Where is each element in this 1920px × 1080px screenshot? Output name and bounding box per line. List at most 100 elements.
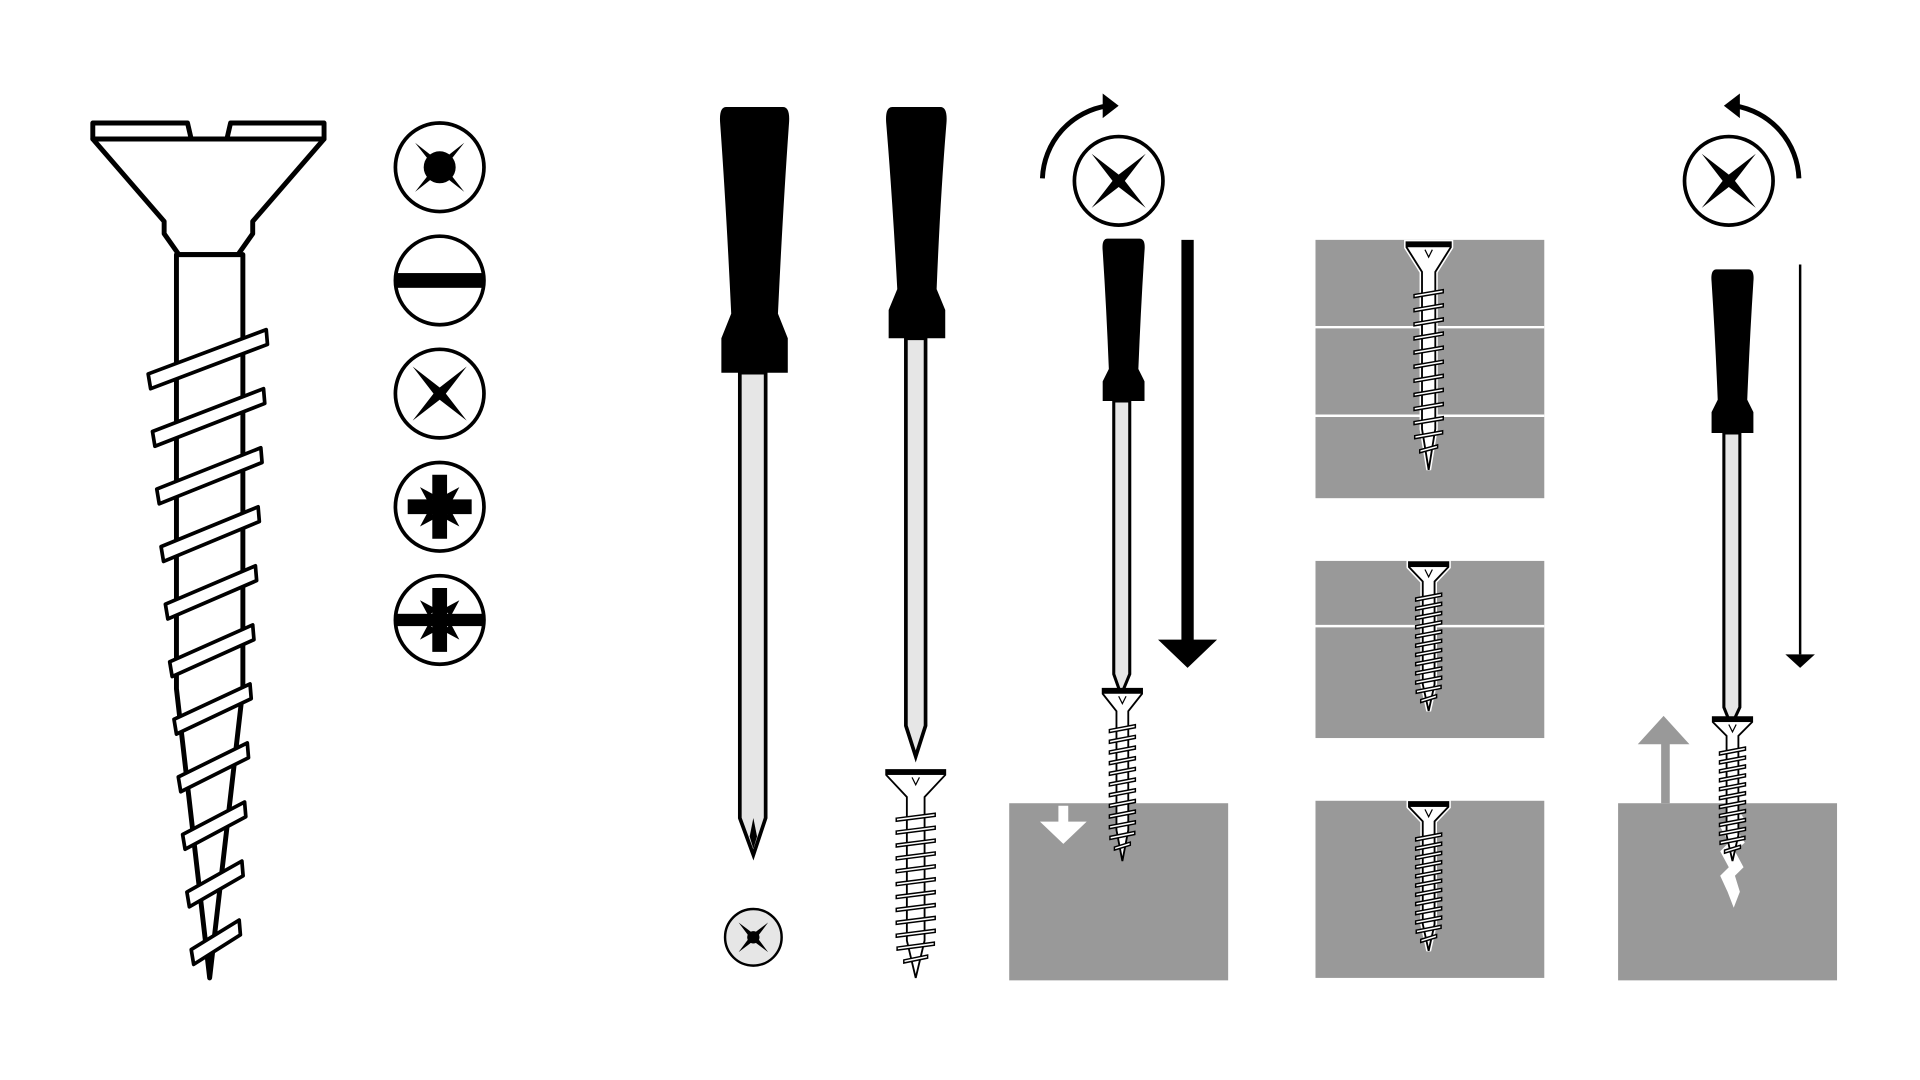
thread [1414, 629, 1443, 639]
screwdriver-handle [1711, 269, 1754, 433]
thread [154, 445, 264, 506]
screw-recess [1424, 249, 1433, 259]
thread [1414, 850, 1443, 861]
thread [1413, 359, 1445, 370]
thread [895, 928, 936, 939]
thread [1414, 878, 1443, 888]
thread [172, 682, 254, 736]
screwdriver-shaft [904, 336, 928, 763]
screw-recess [1728, 724, 1737, 734]
thread [1108, 766, 1137, 777]
screwdriver-with-screw [885, 107, 947, 979]
thread [1718, 764, 1747, 774]
thread [1414, 896, 1443, 907]
combo-slot-pozidriv-icon [393, 573, 486, 667]
screw-head [1408, 562, 1449, 568]
thread [1414, 841, 1443, 852]
slotted-icon [393, 234, 486, 327]
thread [1108, 777, 1137, 787]
large-screw-illustration [90, 120, 327, 981]
thread [1718, 772, 1747, 783]
thread [1108, 819, 1137, 830]
thread [1414, 656, 1443, 667]
thread [1413, 401, 1445, 412]
screwdriver-handle [719, 107, 790, 373]
clockwise-arrow-icon [1039, 103, 1108, 179]
screw-recess [1424, 809, 1433, 819]
screw-recess [1118, 695, 1127, 705]
screw-countersink [90, 136, 327, 258]
screw-head [1406, 242, 1451, 248]
push-down-arrow-icon [1158, 239, 1218, 668]
thread [1414, 610, 1443, 621]
screw-head [1408, 802, 1449, 807]
thread [1414, 592, 1443, 602]
loosened-screw [1711, 716, 1754, 862]
thread [1718, 826, 1747, 837]
screw-entering-wood [1101, 687, 1143, 862]
thread [176, 741, 251, 794]
thread [1414, 619, 1443, 630]
thread [185, 859, 245, 909]
counterclockwise-arrow-head [1723, 93, 1740, 119]
thread [180, 800, 248, 852]
screw-in-three-layers [1404, 239, 1454, 471]
thread [895, 902, 936, 913]
screw-recess [1424, 569, 1433, 579]
phillips-screwdriver [719, 107, 790, 967]
thread [1718, 781, 1747, 792]
thread [1413, 317, 1445, 327]
screw-head [1712, 717, 1753, 723]
thread [1108, 723, 1137, 734]
thread [1718, 808, 1747, 819]
thread [1413, 345, 1445, 355]
thread [150, 386, 267, 449]
thread [1413, 415, 1445, 426]
thread [1418, 443, 1439, 454]
thread [1419, 933, 1438, 944]
thread [159, 504, 262, 564]
reverse-direction-arrow-head [1785, 654, 1815, 668]
phillips-icon [393, 347, 486, 440]
drive-type-icons [393, 121, 486, 667]
reverse-counterclockwise-panel [1618, 93, 1838, 981]
thread [895, 838, 936, 848]
thread [163, 563, 259, 621]
thread [1413, 288, 1445, 299]
thread [1415, 924, 1442, 935]
thread [1108, 745, 1137, 755]
thread [1108, 798, 1137, 809]
thread [1415, 684, 1442, 695]
screwdriver-handle [1102, 238, 1145, 402]
thread [1414, 638, 1443, 649]
thread [1414, 675, 1443, 686]
thread [1414, 601, 1443, 612]
layer-joins-panel [1315, 239, 1545, 978]
thread [1414, 666, 1443, 676]
thread [1108, 755, 1137, 766]
thread [1413, 331, 1445, 341]
thread [1414, 915, 1443, 925]
thread [167, 623, 256, 679]
screw-head [886, 770, 946, 775]
counterclockwise-arrow-icon [1734, 103, 1802, 179]
drive-clockwise-panel [1009, 93, 1229, 981]
screw-in-single-block [1406, 799, 1451, 952]
thread [1414, 832, 1443, 842]
thread [895, 863, 936, 874]
screw-head [1102, 688, 1143, 694]
screwdriver-shaft [1112, 399, 1132, 700]
screwdriver-shaft [1722, 431, 1742, 730]
screwdriver-tip [749, 817, 758, 849]
pull-up-arrow-icon [1637, 715, 1690, 804]
thread [1413, 429, 1444, 440]
thread [895, 825, 936, 835]
thread [1413, 387, 1445, 398]
thread [1108, 734, 1137, 745]
screw-recess [911, 777, 920, 787]
phillips-icon [1682, 134, 1775, 227]
thread [146, 327, 270, 391]
thread [1414, 868, 1443, 879]
pozidriv-icon [393, 460, 486, 553]
